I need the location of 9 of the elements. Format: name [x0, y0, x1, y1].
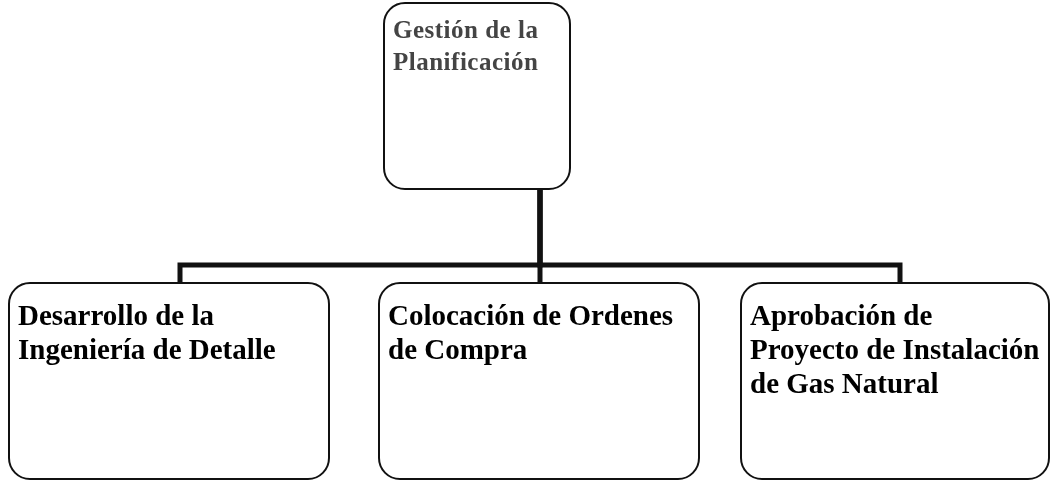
box-label: Colocación de Ordenes de Compra — [388, 298, 675, 366]
box-label: Desarrollo de la Ingeniería de Detalle — [18, 298, 277, 366]
connector-line — [537, 190, 903, 282]
box-label: Gestión de la Planificación — [393, 15, 540, 77]
rounded-box — [740, 282, 1050, 480]
rounded-box — [383, 2, 571, 190]
box-label: Aprobación de Proyecto de Instalación de Gas Natural — [750, 298, 1040, 400]
rounded-box — [378, 282, 700, 480]
rounded-box — [8, 282, 330, 480]
